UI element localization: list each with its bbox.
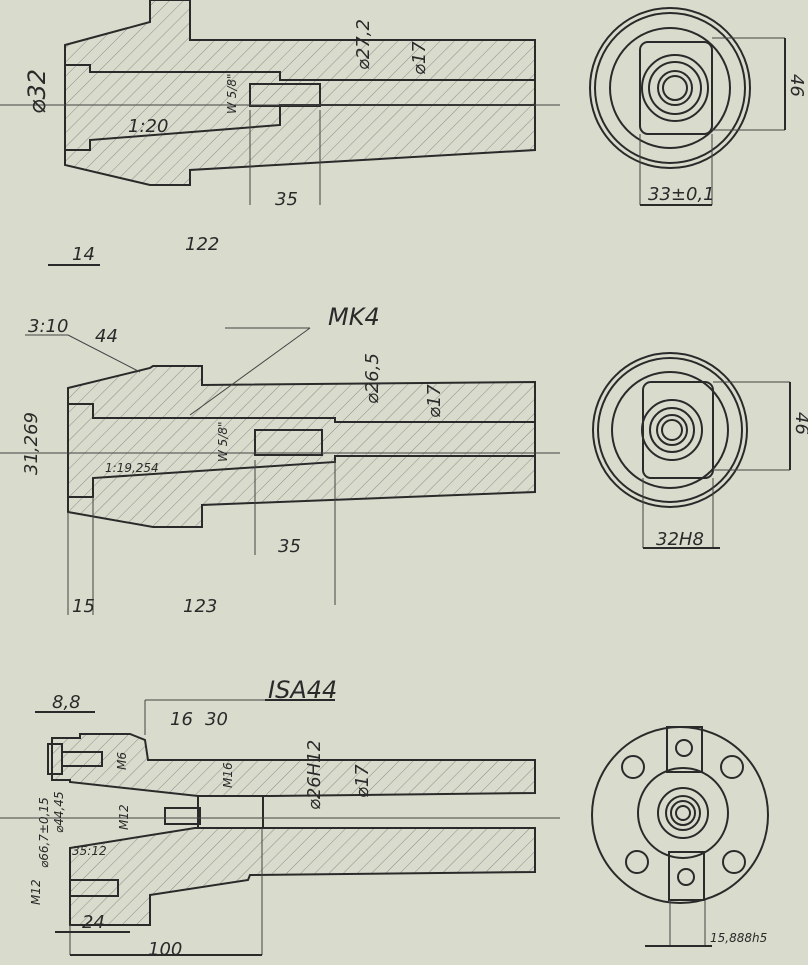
label-len-total: 123 <box>183 596 217 617</box>
label-dia-17: ⌀17 <box>352 764 373 798</box>
label-m12-outer: M12 <box>29 879 43 905</box>
label-thread: W 5/8" <box>225 73 239 114</box>
label-width: 33±0,1 <box>648 184 715 205</box>
section-3-flange-top <box>51 733 536 797</box>
section-3-end-view: 15,888h5 <box>591 726 769 947</box>
label-width: 32H8 <box>656 529 704 550</box>
label-len-24: 24 <box>82 912 105 933</box>
label-m16: M16 <box>221 762 235 788</box>
label-dia-outer: ⌀27,2 <box>353 19 374 70</box>
section-1-screw <box>249 83 321 107</box>
section-2-mk4: MK4 3:10 44 31,269 1:19,254 W 5/8" ⌀26,5… <box>0 303 808 617</box>
label-m6: M6 <box>115 752 129 770</box>
label-dia-26: ⌀26H12 <box>304 740 325 810</box>
section-3-isa44: ISA44 8,8 16 30 M6 M16 M12 ⌀26H12 ⌀17 ⌀6… <box>0 676 769 960</box>
label-thread: W 5/8" <box>216 421 230 462</box>
section-2-end-view: 46 32H8 <box>592 352 808 550</box>
label-len-35: 35 <box>275 189 298 210</box>
label-dia-inner: ⌀17 <box>424 384 445 418</box>
section-3-flange-bottom <box>69 827 536 926</box>
section-1-adapter: ⌀32 1:20 W 5/8" ⌀27,2 ⌀17 35 14 122 46 3… <box>0 0 807 266</box>
label-taper: 1:20 <box>128 116 168 137</box>
label-dia-66: ⌀66,7±0,15 <box>37 797 51 868</box>
label-len-100: 100 <box>148 939 182 960</box>
label-len-total: 122 <box>185 234 219 255</box>
section-2-body <box>67 365 536 528</box>
label-len-8-8: 8,8 <box>52 692 81 713</box>
section-2-title: MK4 <box>328 303 380 331</box>
label-dia-44: ⌀44,45 <box>52 791 66 833</box>
label-side-46: 46 <box>786 74 807 97</box>
label-len-15: 15 <box>72 596 95 617</box>
label-width: 15,888h5 <box>710 931 767 945</box>
section-1-end-view: 46 33±0,1 <box>589 7 807 206</box>
label-dia-inner: ⌀17 <box>409 41 430 75</box>
section-3-title: ISA44 <box>268 676 337 704</box>
label-taper-outer: 3:10 <box>28 316 68 337</box>
label-bore-dia: ⌀32 <box>23 69 51 114</box>
section-1-body <box>64 0 536 186</box>
label-taper: 1:19,254 <box>105 461 159 475</box>
label-len-35: 35 <box>278 536 301 557</box>
label-side-46: 46 <box>791 412 808 435</box>
section-2-screw <box>254 429 323 456</box>
label-m12-inner: M12 <box>117 804 131 830</box>
label-len-30: 30 <box>205 709 228 730</box>
label-taper: 35:12 <box>72 844 107 858</box>
label-bore-dia: 31,269 <box>21 412 42 475</box>
label-dia-outer: ⌀26,5 <box>362 353 383 404</box>
label-len-16: 16 <box>170 709 193 730</box>
label-len-14: 14 <box>72 244 95 265</box>
label-len-44: 44 <box>95 326 118 347</box>
